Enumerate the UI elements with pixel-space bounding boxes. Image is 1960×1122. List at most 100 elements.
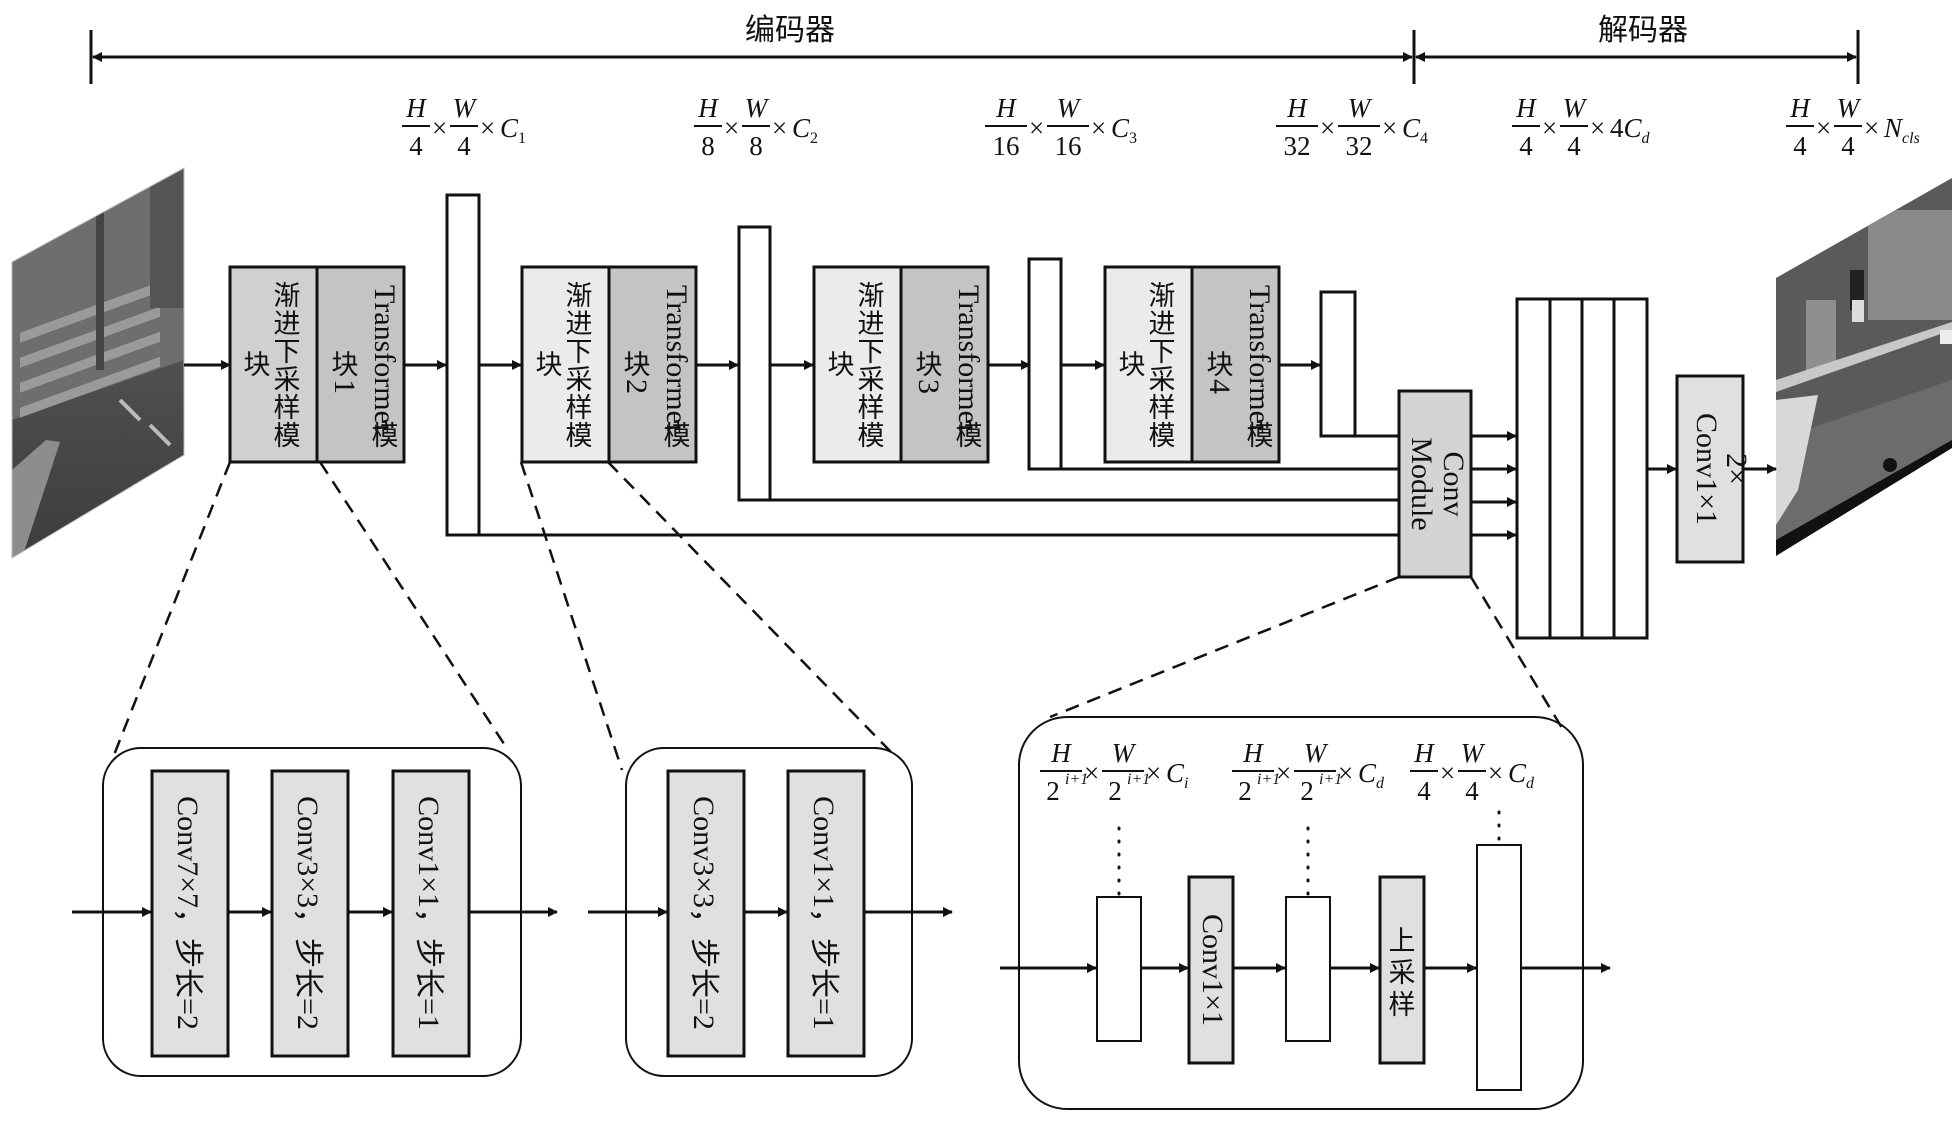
times-sign: × [1146, 758, 1161, 788]
detail-conv1x1-box [1187, 875, 1235, 1065]
channel-term: C1 [500, 113, 526, 147]
transformer-label-line2: 块 [916, 350, 943, 381]
zoom-guides [110, 461, 1567, 771]
transformer-label-line1: Transformer [368, 285, 401, 434]
height-fraction-numerator: H [995, 93, 1017, 123]
detail-panel-stage1: Conv7×7，步长=2 Conv3×3，步长=2 Conv1×1，步长=1 [72, 747, 558, 1077]
times-sign: × [1029, 113, 1044, 143]
encoder-label: 编码器 [745, 13, 835, 48]
conv-module-label-1: Conv [1437, 451, 1470, 516]
conv-module: Conv Module [1397, 389, 1473, 579]
transformer-label-line1: Transformer [952, 285, 985, 434]
times-sign: × [1440, 758, 1455, 788]
width-fraction-denominator: 4 [1567, 131, 1581, 161]
width-fraction-denominator: 4 [1465, 776, 1479, 806]
width-fraction-numerator: W [745, 93, 770, 123]
transformer-label-suffix: 模 [664, 421, 691, 452]
decoder-label: 解码器 [1598, 13, 1688, 48]
height-fraction-exponent: i+1 [1257, 771, 1280, 788]
width-fraction-numerator: W [1112, 738, 1137, 768]
times-sign: × [1590, 113, 1605, 143]
transformer-block [899, 265, 990, 464]
dimension-label-5: H4×W4×Ncls [1786, 93, 1920, 161]
times-sign: × [480, 113, 495, 143]
height-fraction-denominator: 2 [1046, 776, 1060, 806]
width-fraction-numerator: W [1304, 738, 1329, 768]
height-fraction-numerator: H [1286, 93, 1308, 123]
detail-stage1-layer-3: Conv1×1，步长=1 [391, 769, 471, 1058]
times-sign: × [1488, 758, 1503, 788]
transformer-block [1190, 265, 1281, 464]
detail-panel-stage2: Conv3×3，步长=2 Conv1×1，步长=1 [588, 747, 953, 1077]
width-fraction-exponent: i+1 [1127, 771, 1150, 788]
layer-label: Conv3×3，步长=2 [687, 796, 720, 1030]
upsampled-feature-map [1476, 844, 1522, 1091]
encoder-span: 编码器 [89, 13, 1416, 84]
downsample-block [1103, 265, 1194, 464]
feature-map-2 [737, 225, 772, 502]
width-fraction-numerator: W [1563, 93, 1588, 123]
channel-term: C4 [1402, 113, 1428, 147]
times-sign: × [724, 113, 739, 143]
concatenated-features [1515, 297, 1649, 640]
height-fraction-numerator: H [1413, 738, 1435, 768]
output-image [1776, 178, 1952, 556]
transformer-label-line2: 块 [624, 350, 651, 381]
height-fraction-numerator: H [1050, 738, 1072, 768]
transformer-label-line2: 块 [332, 350, 359, 381]
downsample-block [812, 265, 903, 464]
width-fraction-numerator: W [1057, 93, 1082, 123]
times-sign: × [1320, 113, 1335, 143]
transformer-label-line1: Transformer [660, 285, 693, 434]
transformer-label-line2: 块 [1207, 350, 1234, 381]
layer-label: Conv7×7，步长=2 [171, 796, 204, 1030]
transformer-stage-number: 2 [620, 379, 653, 394]
feature-map-4 [1319, 290, 1357, 438]
detail-conv1x1-label: Conv1×1 [1196, 914, 1229, 1026]
height-fraction-denominator: 32 [1284, 131, 1311, 161]
height-fraction-denominator: 4 [1519, 131, 1533, 161]
feature-map-3 [1027, 257, 1063, 471]
height-fraction-numerator: H [1789, 93, 1811, 123]
downsample-label-line2: 块 [536, 350, 563, 381]
width-fraction-denominator: 8 [749, 131, 763, 161]
downsample-label-line1: 渐进下采样模 [274, 281, 301, 452]
height-fraction-numerator: H [405, 93, 427, 123]
transformer-label-suffix: 模 [372, 421, 399, 452]
upsample-label: 上采样 [1389, 926, 1416, 1021]
height-fraction-denominator: 16 [993, 131, 1020, 161]
detail-stage1-layer-2: Conv3×3，步长=2 [270, 769, 350, 1058]
times-sign: × [1276, 758, 1291, 788]
downsample-label-line1: 渐进下采样模 [1149, 281, 1176, 452]
projected-feature-map [1285, 896, 1331, 1042]
channel-term: Cd [1508, 758, 1535, 792]
times-sign: × [1084, 758, 1099, 788]
layer-label: Conv1×1，步长=1 [412, 796, 445, 1030]
height-fraction-numerator: H [1515, 93, 1537, 123]
channel-term: 4Cd [1610, 113, 1651, 147]
feature-map-1 [445, 193, 481, 537]
height-fraction-numerator: H [1242, 738, 1264, 768]
width-fraction-denominator: 32 [1346, 131, 1373, 161]
dimension-labels: H4×W4×C1H8×W8×C2H16×W16×C3H32×W32×C4H4×W… [402, 93, 1920, 161]
segmentation-head: 2× Conv1×1 [1675, 374, 1753, 564]
upsample-box [1378, 875, 1426, 1065]
downsample-label-line2: 块 [828, 350, 855, 381]
width-fraction-exponent: i+1 [1319, 771, 1342, 788]
dimension-label-3: H32×W32×C4 [1276, 93, 1428, 161]
detail-dimension-label-2: H4×W4×Cd [1410, 738, 1535, 806]
downsample-label-line2: 块 [1119, 350, 1146, 381]
downsample-block [520, 265, 611, 464]
detail-stage2-layer-2: Conv1×1，步长=1 [786, 769, 866, 1058]
downsample-label-line2: 块 [244, 350, 271, 381]
downsample-label-line1: 渐进下采样模 [566, 281, 593, 452]
height-fraction-denominator: 4 [409, 131, 423, 161]
decoder-span: 解码器 [1415, 13, 1860, 84]
layer-label: Conv1×1，步长=1 [807, 796, 840, 1030]
transformer-block [315, 265, 406, 464]
